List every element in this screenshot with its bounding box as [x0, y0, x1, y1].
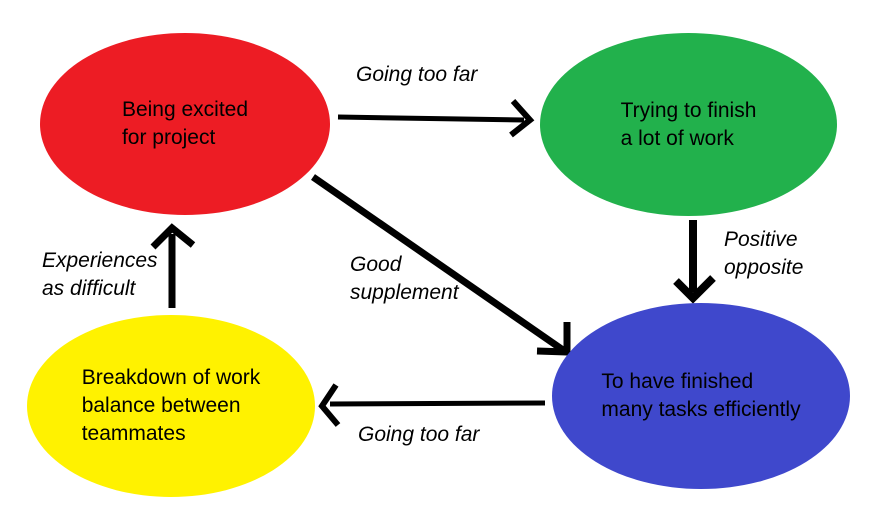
edge-label-going-too-far-bottom: Going too far [358, 423, 480, 446]
edge-label-good-supplement: Good supplement [350, 253, 459, 304]
arrow-breakdown-to-excited [150, 223, 196, 308]
node-breakdown-balance-label: Breakdown of work balance between teamma… [81, 366, 261, 445]
node-trying-to-finish: Trying to finish a lot of work [540, 33, 837, 216]
edge-label-going-too-far-top: Going too far [356, 63, 478, 86]
edge-label-experiences-difficult: Experiences as difficult [42, 249, 158, 300]
node-finished-tasks: To have finished many tasks efficiently [552, 303, 850, 489]
edge-label-positive-opposite: Positive opposite [724, 228, 804, 279]
node-being-excited: Being excited for project [40, 33, 330, 215]
node-finished-tasks-label: To have finished many tasks efficiently [601, 370, 801, 421]
node-being-excited-label: Being excited for project [121, 98, 249, 149]
node-trying-to-finish-label: Trying to finish a lot of work [620, 98, 757, 150]
arrow-excited-to-trying [337, 98, 535, 138]
arrow-excited-to-finished [311, 174, 571, 356]
node-breakdown-balance: Breakdown of work balance between teamma… [27, 315, 315, 497]
arrow-trying-to-finished [673, 220, 716, 304]
arrow-finished-to-breakdown [318, 383, 546, 427]
